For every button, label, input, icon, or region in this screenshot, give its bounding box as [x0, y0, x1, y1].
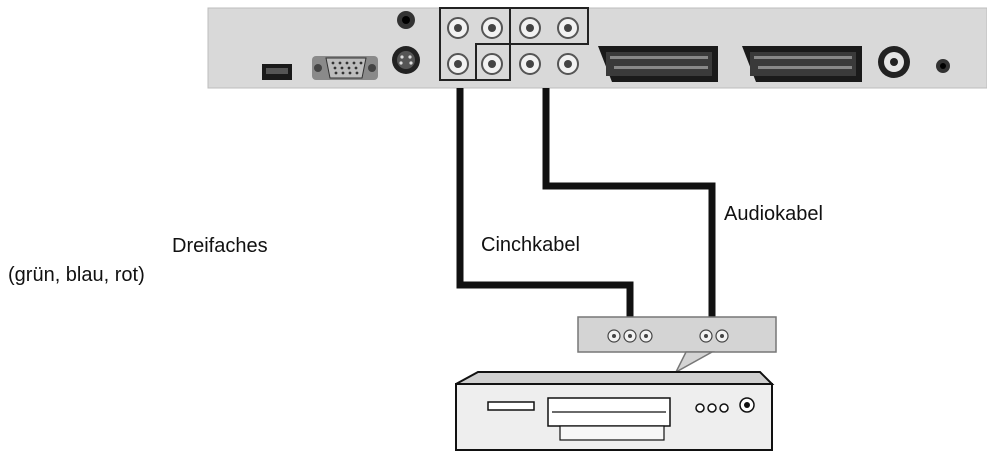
component-cable-colors-label: (grün, blau, rot) [8, 264, 145, 286]
scart-port-1 [598, 46, 718, 82]
audio-cable [542, 88, 716, 318]
vga-port [312, 56, 378, 80]
rca-jacks [439, 7, 589, 81]
scart-port-2 [742, 46, 862, 82]
svideo-port [392, 46, 420, 74]
cinch-cable-label: Cinchkabel [481, 234, 580, 256]
dvd-rear-panel [577, 316, 777, 374]
dvd-player [455, 371, 775, 451]
cinch-cable [456, 88, 634, 318]
audio-cable-label: Audiokabel [724, 203, 823, 225]
service-jack [936, 59, 950, 73]
component-cable-label: Dreifaches [172, 235, 268, 257]
hdmi-port [262, 64, 292, 80]
tv-back-panel [207, 7, 987, 89]
antenna-port [878, 46, 910, 78]
headphone-jack [397, 11, 415, 29]
